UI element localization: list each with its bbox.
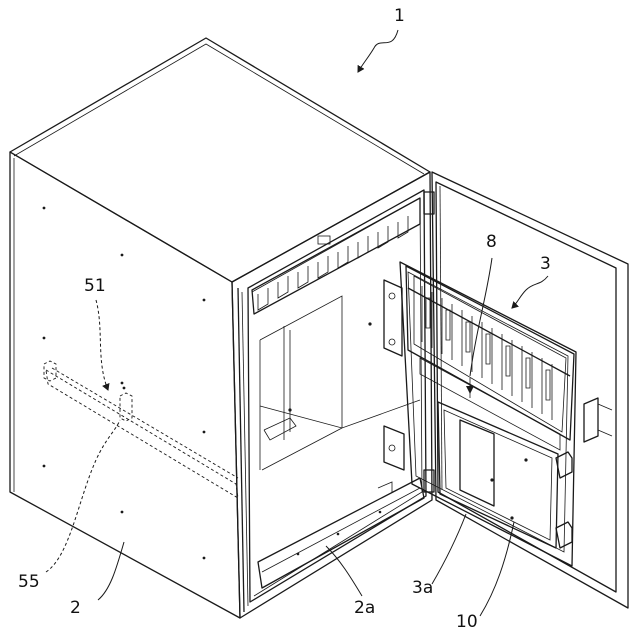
ref-label-51: 51 [84,278,106,295]
hidden-bar-51 [44,361,238,498]
ref-label-8: 8 [486,234,497,251]
ref-label-55: 55 [18,574,40,591]
ref-label-3: 3 [540,256,551,273]
cabinet-interior [260,296,420,470]
ref-label-1: 1 [394,8,405,25]
electronic-unit [384,402,572,548]
ref-label-3a: 3a [412,580,433,597]
ref-label-2: 2 [70,600,81,617]
bottom-rail [258,478,424,588]
cabinet-body [10,38,432,618]
card-cage [384,266,574,440]
ref-label-10: 10 [456,614,478,631]
ref-label-2a: 2a [354,600,375,617]
